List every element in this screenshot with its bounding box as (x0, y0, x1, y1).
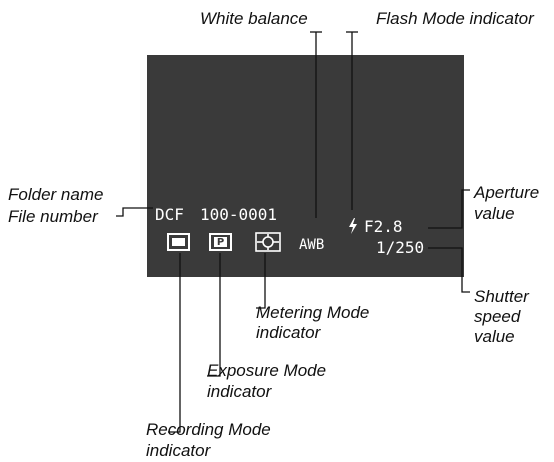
exposure-mode-label-line2: indicator (207, 382, 272, 401)
aperture-label-line1: Aperture (474, 183, 540, 202)
recording-mode-label-line2: indicator (146, 441, 211, 460)
recording-mode-label-line1: Recording Mode (146, 420, 271, 439)
white-balance-value: AWB (299, 237, 325, 253)
lightning-bolt-icon (349, 218, 357, 234)
lcd-screen: DCF 100-0001 P AWB F2.8 1/250 (147, 55, 464, 277)
exposure-mode-letter: P (214, 237, 227, 248)
shutter-label-line3: value (474, 327, 515, 346)
folder-name-value: DCF (155, 205, 184, 224)
white-balance-label: White balance (200, 9, 308, 28)
recording-mode-leader (168, 253, 181, 433)
file-number-label: File number (8, 207, 98, 226)
shutter-label-line1: Shutter (474, 287, 529, 306)
file-number-value: 100-0001 (200, 205, 278, 224)
shutter-label-line2: speed (474, 307, 521, 326)
exposure-mode-icon: P (209, 233, 232, 251)
metering-mode-icon (255, 232, 281, 252)
metering-mode-label-line2: indicator (256, 323, 321, 342)
folder-name-label: Folder name (8, 185, 104, 204)
exposure-mode-label-line1: Exposure Mode (207, 361, 327, 380)
recording-mode-icon (167, 233, 190, 251)
metering-mode-label-line1: Metering Mode (256, 303, 370, 322)
flash-mode-label: Flash Mode indicator (376, 9, 534, 28)
aperture-label-line2: value (474, 204, 515, 223)
aperture-value: F2.8 (364, 217, 403, 236)
shutter-speed-value: 1/250 (376, 238, 425, 257)
